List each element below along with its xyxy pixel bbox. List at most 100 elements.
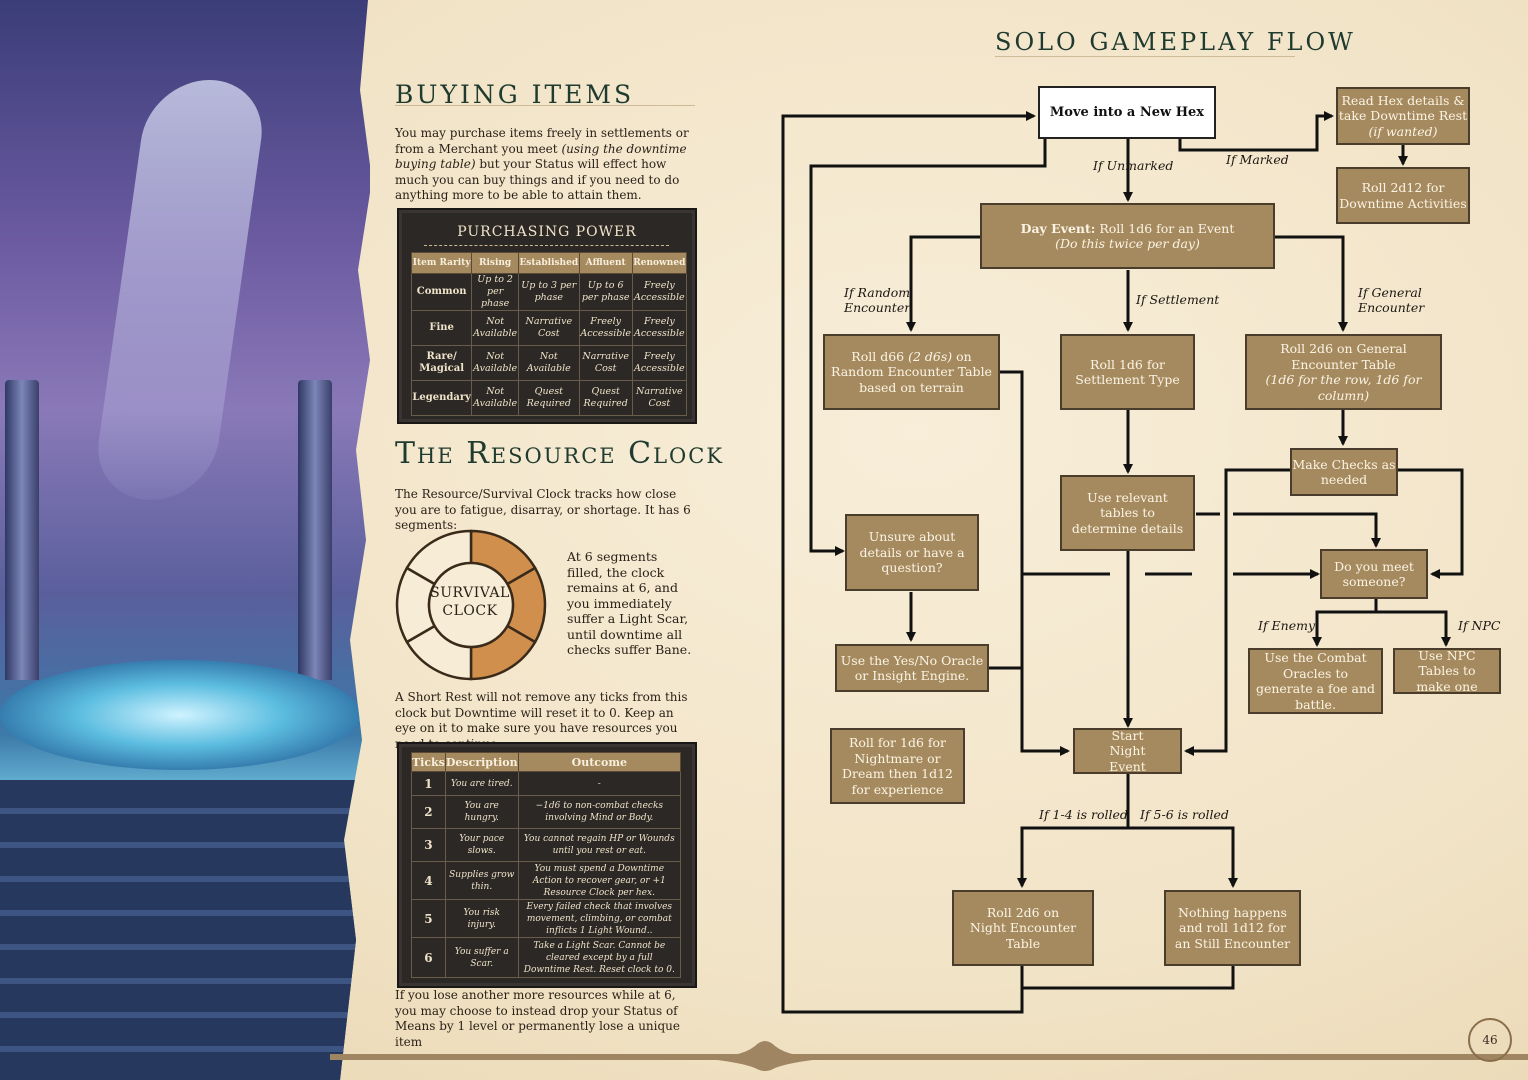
purchasing-header-cell: Renowned (631, 252, 688, 274)
day-event-bold: Day Event: (1020, 220, 1096, 236)
oracle-box: Use the Yes/No Oracle or Insight Engine. (835, 644, 989, 692)
random-encounter-text: Roll d66 (2 d6s) on Random Encounter Tab… (831, 349, 992, 396)
label-npc: If NPC (1458, 618, 1501, 633)
purchasing-cell: Not Available (471, 345, 519, 381)
general-text: Roll 2d6 on General Encounter Table (1280, 341, 1407, 372)
to-npc-line (1376, 610, 1451, 647)
ticks-header-cell: Description (444, 752, 519, 772)
clock-label-line2: CLOCK (442, 603, 498, 619)
label-5-6: If 5-6 is rolled (1140, 807, 1229, 822)
clock-center (427, 561, 515, 649)
marked-line (1178, 111, 1334, 152)
night-merge-line (1020, 966, 1235, 990)
day-event-text: Roll 1d6 for an Event (1095, 220, 1235, 236)
purchasing-cell: Not Available (471, 380, 519, 416)
to-nothing-line (1128, 826, 1238, 888)
move-new-hex-box: Move into a New Hex (1038, 86, 1216, 139)
to-night-encounter-line (1017, 774, 1130, 888)
label-unmarked: If Unmarked (1093, 158, 1174, 173)
purchasing-cell: Quest Required (578, 380, 633, 416)
tick-outcome-cell: Take a Light Scar. Cannot be cleared exc… (517, 937, 682, 978)
nothing-happens-box: Nothing happens and roll 1d12 for an Sti… (1164, 890, 1301, 966)
footer-ornament (700, 1041, 830, 1071)
flow-title-rule (995, 56, 1295, 57)
to-combat-line (1312, 598, 1378, 647)
purchasing-power-title: PURCHASING POWER (457, 224, 637, 240)
npc-tables-box: Use NPC Tables to make one (1393, 648, 1501, 694)
to-random-line (906, 235, 980, 332)
roll-2d12-box: Roll 2d12 for Downtime Activities (1336, 167, 1470, 224)
resource-clock-heading: The Resource Clock (395, 436, 725, 471)
tables-to-meet-line (1196, 512, 1376, 546)
read-hex-text: Read Hex details & take Downtime Rest (1338, 92, 1468, 124)
buying-paragraph: You may purchase items freely in settlem… (395, 126, 689, 202)
tick-number-cell: 5 (411, 899, 446, 938)
label-1-4: If 1-4 is rolled (1039, 807, 1128, 822)
ticks-header-cell: Outcome (517, 752, 682, 772)
tick-description-cell: You risk injury. (444, 899, 519, 938)
glowing-pool (0, 660, 360, 770)
purchasing-cell: Narrative Cost (631, 380, 688, 416)
tick-number-cell: 6 (411, 937, 446, 978)
settlement-box: Roll 1d6 for Settlement Type (1060, 334, 1195, 410)
read-hex-italic: (if wanted) (1368, 123, 1438, 139)
purchasing-cell: Freely Accessible (631, 345, 688, 381)
tick-outcome-cell: You must spend a Downtime Action to reco… (517, 861, 682, 900)
rarity-cell: Legendary (410, 380, 473, 416)
combat-oracles-box: Use the Combat Oracles to generate a foe… (1248, 648, 1383, 714)
make-checks-box: Make Checks as needed (1290, 448, 1398, 496)
purchasing-cell: Up to 3 per phase (517, 273, 580, 311)
label-enemy: If Enemy (1258, 618, 1316, 633)
tick-outcome-cell: −1d6 to non-combat checks involving Mind… (517, 795, 682, 829)
purchasing-cell: Not Available (517, 345, 580, 381)
page-footer-bar (330, 1054, 1528, 1060)
title-underline (424, 245, 669, 246)
day-event-line1: Day Event: Roll 1d6 for an Event (1021, 221, 1235, 237)
resource-intro: The Resource/Survival Clock tracks how c… (395, 487, 691, 532)
general-encounter-box: Roll 2d6 on General Encounter Table (1d6… (1245, 334, 1442, 410)
pillar-right (298, 380, 332, 680)
day-event-italic: (Do this twice per day) (1055, 236, 1200, 251)
label-settlement: If Settlement (1136, 292, 1220, 307)
use-tables-box: Use relevant tables to determine details (1060, 475, 1195, 551)
buying-items-heading: BUYING ITEMS (395, 80, 635, 109)
general-italic: (1d6 for the row, 1d6 for column) (1265, 372, 1422, 403)
clock-label: SURVIVAL CLOCK (430, 584, 510, 620)
tick-description-cell: You are tired. (444, 771, 519, 796)
night-encounter-box: Roll 2d6 on Night Encounter Table (952, 890, 1094, 966)
stone-steps (0, 780, 360, 1080)
day-event-box: Day Event: Roll 1d6 for an Event (Do thi… (980, 203, 1275, 269)
flow-title: SOLO GAMEPLAY FLOW (995, 28, 1356, 56)
tick-number-cell: 3 (411, 828, 446, 862)
read-hex-box: Read Hex details & take Downtime Rest (i… (1336, 87, 1470, 145)
purchasing-cell: Freely Accessible (578, 310, 633, 346)
pillar-left (5, 380, 39, 680)
loop-back-line (781, 111, 1036, 1014)
purchasing-cell: Quest Required (517, 380, 580, 416)
clock-note: At 6 segments filled, the clock remains … (567, 549, 692, 657)
label-general: If General Encounter (1358, 285, 1425, 315)
tick-outcome-cell: Every failed check that involves movemen… (517, 899, 682, 938)
tick-description-cell: You are hungry. (444, 795, 519, 829)
tick-description-cell: Your pace slows. (444, 828, 519, 862)
purchasing-cell: Narrative Cost (517, 310, 580, 346)
purchasing-header-cell: Affluent (578, 252, 633, 274)
label-marked: If Marked (1226, 152, 1289, 167)
survival-clock (395, 529, 547, 681)
tick-outcome-cell: - (517, 771, 682, 796)
label-random: If Random Encounter (844, 285, 911, 315)
tick-number-cell: 4 (411, 861, 446, 900)
